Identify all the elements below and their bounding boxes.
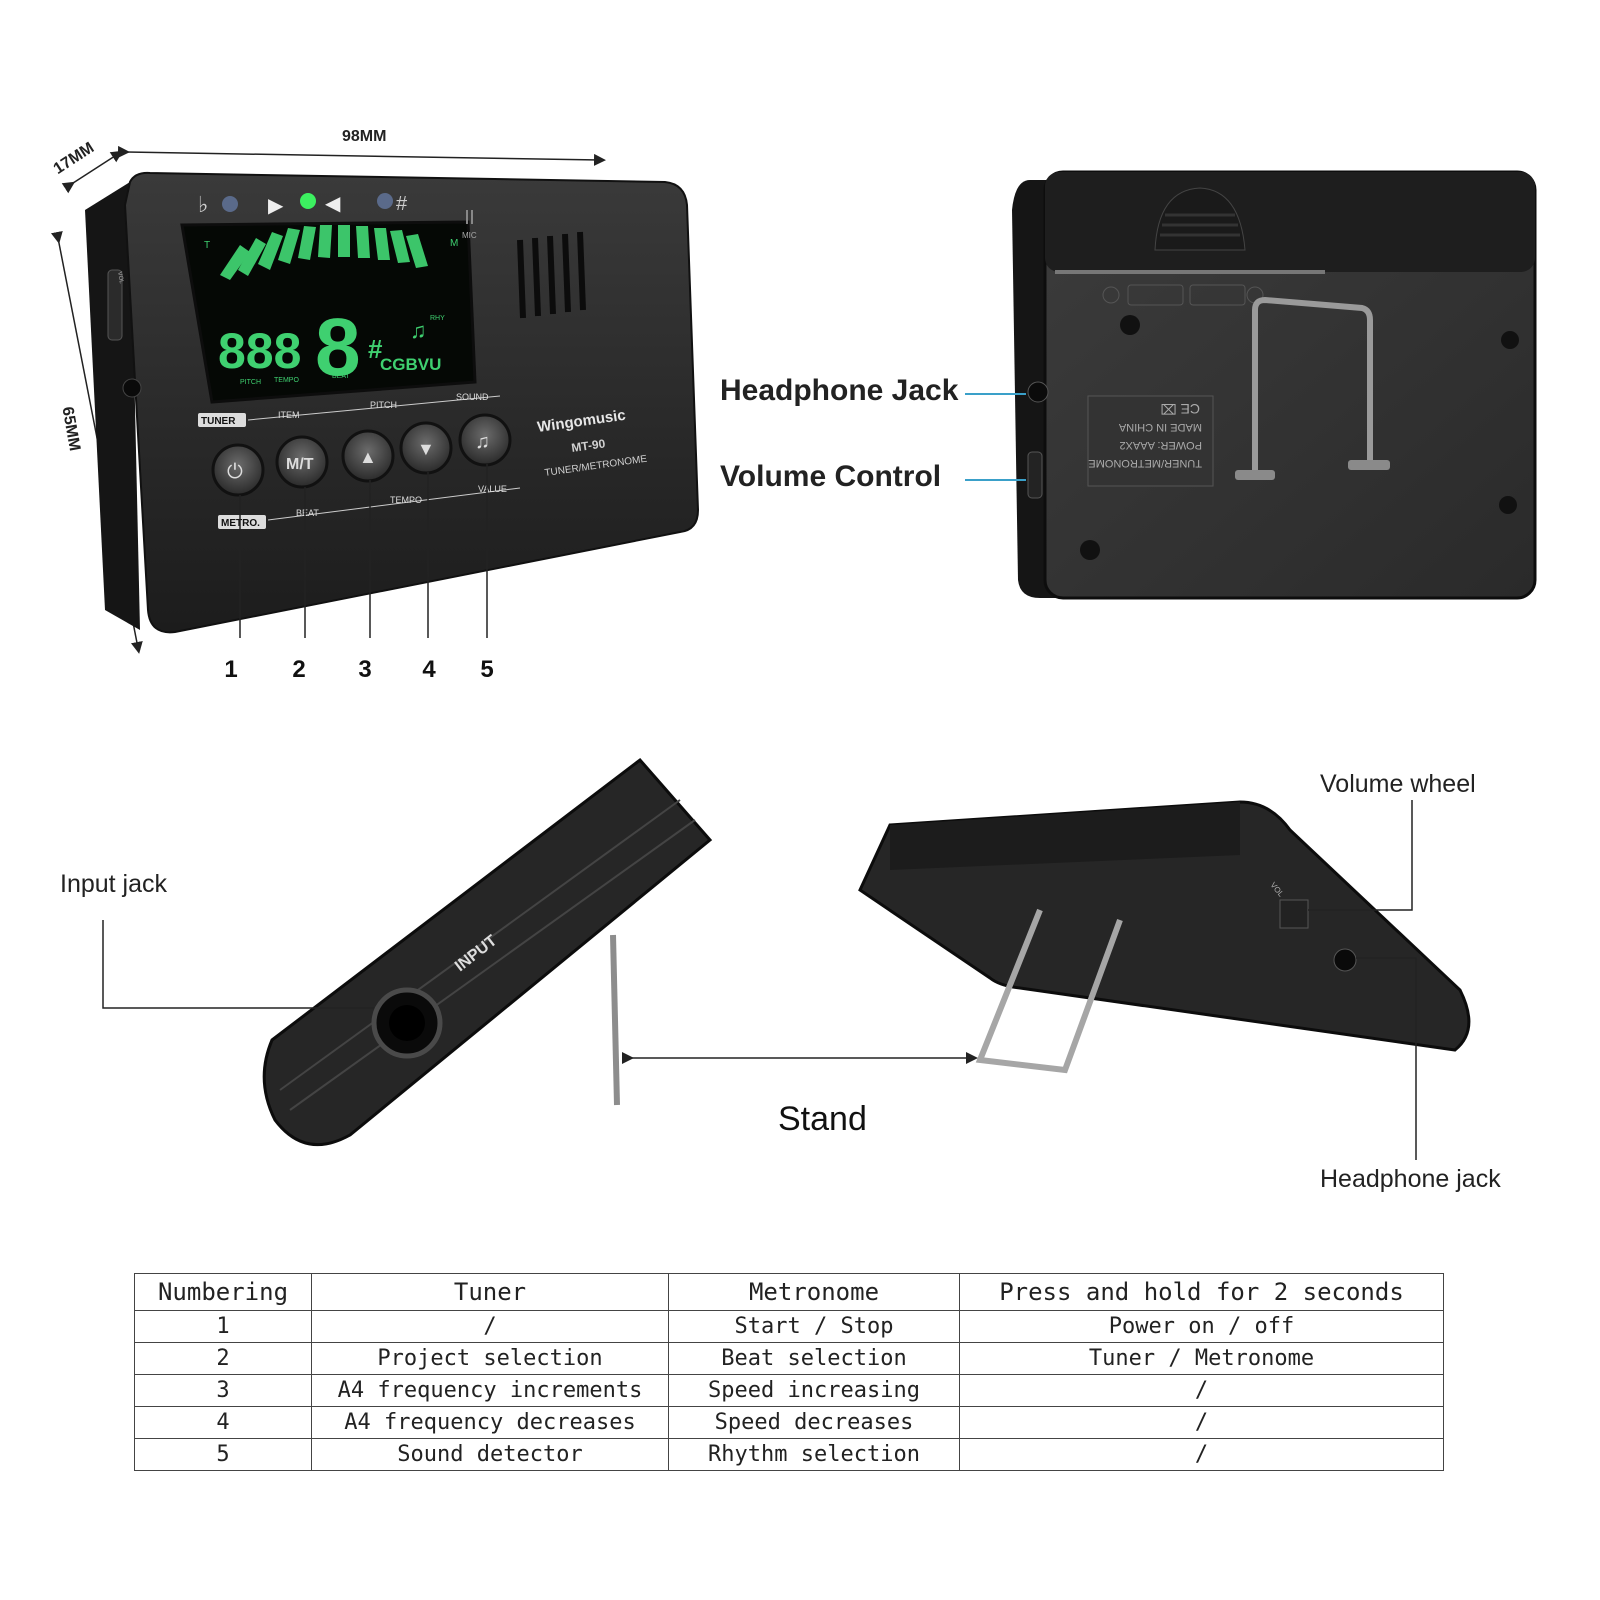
headphone-jack-stand-callout: Headphone jack xyxy=(1320,1165,1501,1193)
lcd-digits: 888 xyxy=(218,323,301,379)
tuner-stand: VOL xyxy=(800,800,1471,1160)
button-number-2: 2 xyxy=(292,656,306,683)
table-cell: / xyxy=(959,1406,1444,1439)
left-arrow-icon: ▶ xyxy=(268,195,284,217)
input-jack-callout: Input jack xyxy=(60,870,168,898)
back-label-line-2: POWER: AAAX2 xyxy=(1119,439,1202,451)
flat-symbol: ♭ xyxy=(198,192,208,217)
table-cell: Beat selection xyxy=(668,1342,960,1375)
table-cell: Project selection xyxy=(311,1342,669,1375)
header-press-hold: Press and hold for 2 seconds xyxy=(959,1273,1444,1311)
tempo-label: TEMPO xyxy=(390,495,422,505)
tuner-back: TUNER/METRONOME POWER: AAAX2 MADE IN CHI… xyxy=(965,170,1537,600)
lcd-rhy: RHY xyxy=(430,315,445,322)
tuner-side: INPUT xyxy=(102,757,800,1147)
power-button[interactable] xyxy=(211,443,265,497)
pitch-label: PITCH xyxy=(370,400,397,410)
value-label: VALUE xyxy=(478,484,507,494)
button-row: ⏻ M/T ▲ ▼ ♫ xyxy=(211,413,512,497)
dimension-width: 98MM xyxy=(342,128,387,145)
in-tune-led-icon xyxy=(300,193,316,209)
table-cell: A4 frequency increments xyxy=(311,1374,669,1407)
table-cell: Tuner / Metronome xyxy=(959,1342,1444,1375)
lcd-tempo: TEMPO xyxy=(274,377,299,384)
function-table: Numbering Tuner Metronome Press and hold… xyxy=(134,1273,1444,1471)
sharp-led-icon xyxy=(377,193,393,209)
lcd-note-icon: ♫ xyxy=(410,318,427,343)
table-cell: Power on / off xyxy=(959,1310,1444,1343)
tuner-front: T M 888 8 # CGBVU RHY ♫ PITCH TEMPO BEAT… xyxy=(85,171,700,634)
button-number-3: 3 xyxy=(358,656,372,683)
vol-label: VOL xyxy=(116,271,124,285)
down-button[interactable] xyxy=(399,421,453,475)
back-label-line-3: MADE IN CHINA xyxy=(1118,421,1202,433)
table-cell: / xyxy=(311,1310,669,1343)
side-view: INPUT Input jack xyxy=(40,740,800,1180)
lcd-t-label: T xyxy=(204,240,210,251)
table-row: 4 A4 frequency decreases Speed decreases… xyxy=(134,1406,1444,1439)
header-numbering: Numbering xyxy=(134,1273,312,1311)
right-arrow-icon: ◀ xyxy=(325,193,341,215)
mode-toggle-button[interactable] xyxy=(275,435,329,489)
table-row: 2 Project selection Beat selection Tuner… xyxy=(134,1342,1444,1375)
sound-button[interactable] xyxy=(458,413,512,467)
number-leaders xyxy=(239,464,488,638)
header-metronome: Metronome xyxy=(668,1273,960,1311)
flat-led-icon xyxy=(222,196,238,212)
table-cell: / xyxy=(959,1438,1444,1471)
table-cell: 4 xyxy=(134,1406,312,1439)
table-cell: Speed increasing xyxy=(668,1374,960,1407)
sharp-symbol: # xyxy=(396,193,408,215)
table-cell: 3 xyxy=(134,1374,312,1407)
speaker-grille xyxy=(517,231,586,319)
table-cell: Sound detector xyxy=(311,1438,669,1471)
table-cell: 5 xyxy=(134,1438,312,1471)
back-label-line-1: TUNER/METRONOME xyxy=(1088,457,1202,469)
table-header-row: Numbering Tuner Metronome Press and hold… xyxy=(134,1273,1444,1311)
power-icon: ⏻ xyxy=(227,461,243,483)
table-row: 3 A4 frequency increments Speed increasi… xyxy=(134,1374,1444,1407)
beat-label: BEAT xyxy=(296,508,319,518)
table-cell: A4 frequency decreases xyxy=(311,1406,669,1439)
lcd-sharp: # xyxy=(368,334,383,364)
table-row: 1 / Start / Stop Power on / off xyxy=(134,1310,1444,1343)
sound-label: SOUND xyxy=(456,392,489,402)
lcd-m-label: M xyxy=(450,238,458,249)
lcd-modes: CGBVU xyxy=(380,355,441,374)
ce-mark-icon: CE ⌧ xyxy=(1161,401,1200,417)
button-number-4: 4 xyxy=(422,656,436,683)
up-arrow-icon: ▲ xyxy=(359,447,377,467)
headphone-jack-callout: Headphone Jack xyxy=(720,374,959,407)
up-button[interactable] xyxy=(341,429,395,483)
mode-tuner-label: TUNER xyxy=(201,416,236,427)
button-number-5: 5 xyxy=(480,656,494,683)
mode-toggle-label: M/T xyxy=(286,456,314,473)
stand-view: VOL Volume wheel Headphone jack xyxy=(800,760,1590,1220)
table-cell: 2 xyxy=(134,1342,312,1375)
front-view: 98MM 17MM 65MM xyxy=(0,0,720,700)
table-cell: / xyxy=(959,1374,1444,1407)
table-cell: Speed decreases xyxy=(668,1406,960,1439)
table-cell: Start / Stop xyxy=(668,1310,960,1343)
volume-wheel-callout: Volume wheel xyxy=(1320,770,1476,798)
button-number-1: 1 xyxy=(224,656,238,683)
volume-control-callout: Volume Control xyxy=(720,460,942,493)
lcd-beat: BEAT xyxy=(332,373,350,380)
note-icon: ♫ xyxy=(475,431,490,453)
mic-label: MIC xyxy=(462,231,477,240)
lcd-pitch: PITCH xyxy=(240,379,261,386)
table-cell: Rhythm selection xyxy=(668,1438,960,1471)
item-label: ITEM xyxy=(278,410,300,420)
lcd-big-digit: 8 xyxy=(315,302,361,393)
model-label: MT-90 xyxy=(570,436,606,455)
back-view: TUNER/METRONOME POWER: AAAX2 MADE IN CHI… xyxy=(720,160,1580,620)
header-tuner: Tuner xyxy=(311,1273,669,1311)
table-cell: 1 xyxy=(134,1310,312,1343)
stand-label: Stand xyxy=(778,1100,867,1138)
down-arrow-icon: ▼ xyxy=(417,439,435,459)
table-row: 5 Sound detector Rhythm selection / xyxy=(134,1438,1444,1471)
